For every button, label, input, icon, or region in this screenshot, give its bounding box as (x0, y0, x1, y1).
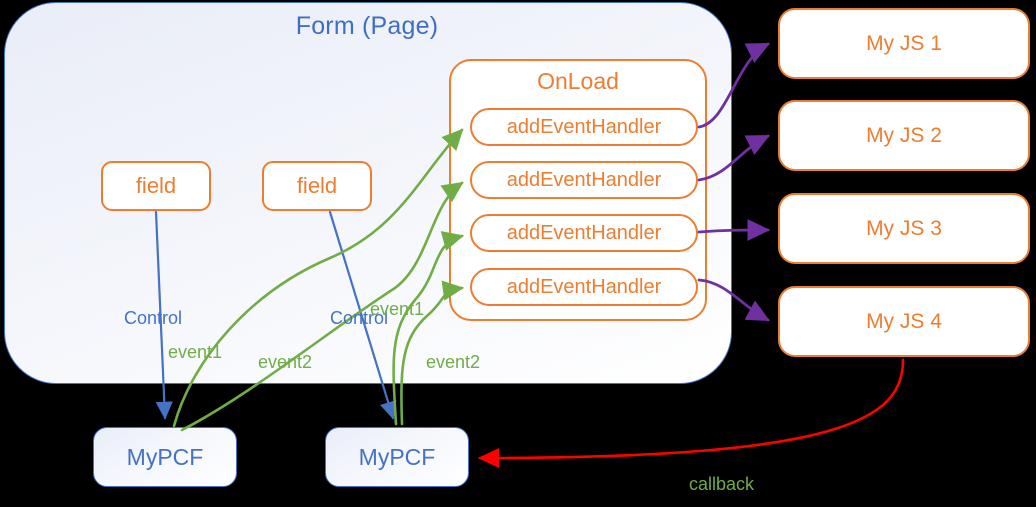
my-js-node-1[interactable]: My JS 1 (778, 8, 1030, 79)
field-node-1[interactable]: field (101, 161, 211, 211)
my-js-node-4-label: My JS 4 (866, 309, 942, 333)
my-js-node-3[interactable]: My JS 3 (778, 193, 1030, 264)
mypcf-node-1[interactable]: MyPCF (93, 427, 237, 487)
mypcf-node-2[interactable]: MyPCF (325, 427, 469, 487)
my-js-node-1-label: My JS 1 (866, 31, 942, 55)
add-event-handler-3-label: addEventHandler (506, 221, 662, 244)
add-event-handler-2[interactable]: addEventHandler (470, 161, 698, 199)
edge-label-event1-2: event1 (370, 299, 425, 319)
my-js-node-4[interactable]: My JS 4 (778, 286, 1030, 357)
edge-label-event2-2: event2 (426, 352, 481, 372)
field-node-2-label: field (296, 173, 338, 198)
onload-title: OnLoad (537, 68, 619, 94)
edge-label-callback: callback (689, 474, 755, 494)
edge-label-control-1: Control (124, 308, 183, 328)
add-event-handler-2-label: addEventHandler (506, 168, 662, 191)
add-event-handler-1-label: addEventHandler (506, 115, 662, 138)
edge-label-event1-1: event1 (168, 342, 223, 362)
add-event-handler-4[interactable]: addEventHandler (470, 268, 698, 306)
form-page-title: Form (Page) (295, 12, 439, 40)
edge-label-event2-1: event2 (258, 352, 313, 372)
field-node-2[interactable]: field (262, 161, 372, 211)
mypcf-node-2-label: MyPCF (358, 443, 436, 470)
add-event-handler-3[interactable]: addEventHandler (470, 214, 698, 252)
mypcf-node-1-label: MyPCF (126, 443, 204, 470)
field-node-1-label: field (135, 173, 177, 198)
my-js-node-2-label: My JS 2 (866, 123, 942, 147)
my-js-node-3-label: My JS 3 (866, 216, 942, 240)
add-event-handler-1[interactable]: addEventHandler (470, 108, 698, 146)
my-js-node-2[interactable]: My JS 2 (778, 100, 1030, 171)
add-event-handler-4-label: addEventHandler (506, 275, 662, 298)
